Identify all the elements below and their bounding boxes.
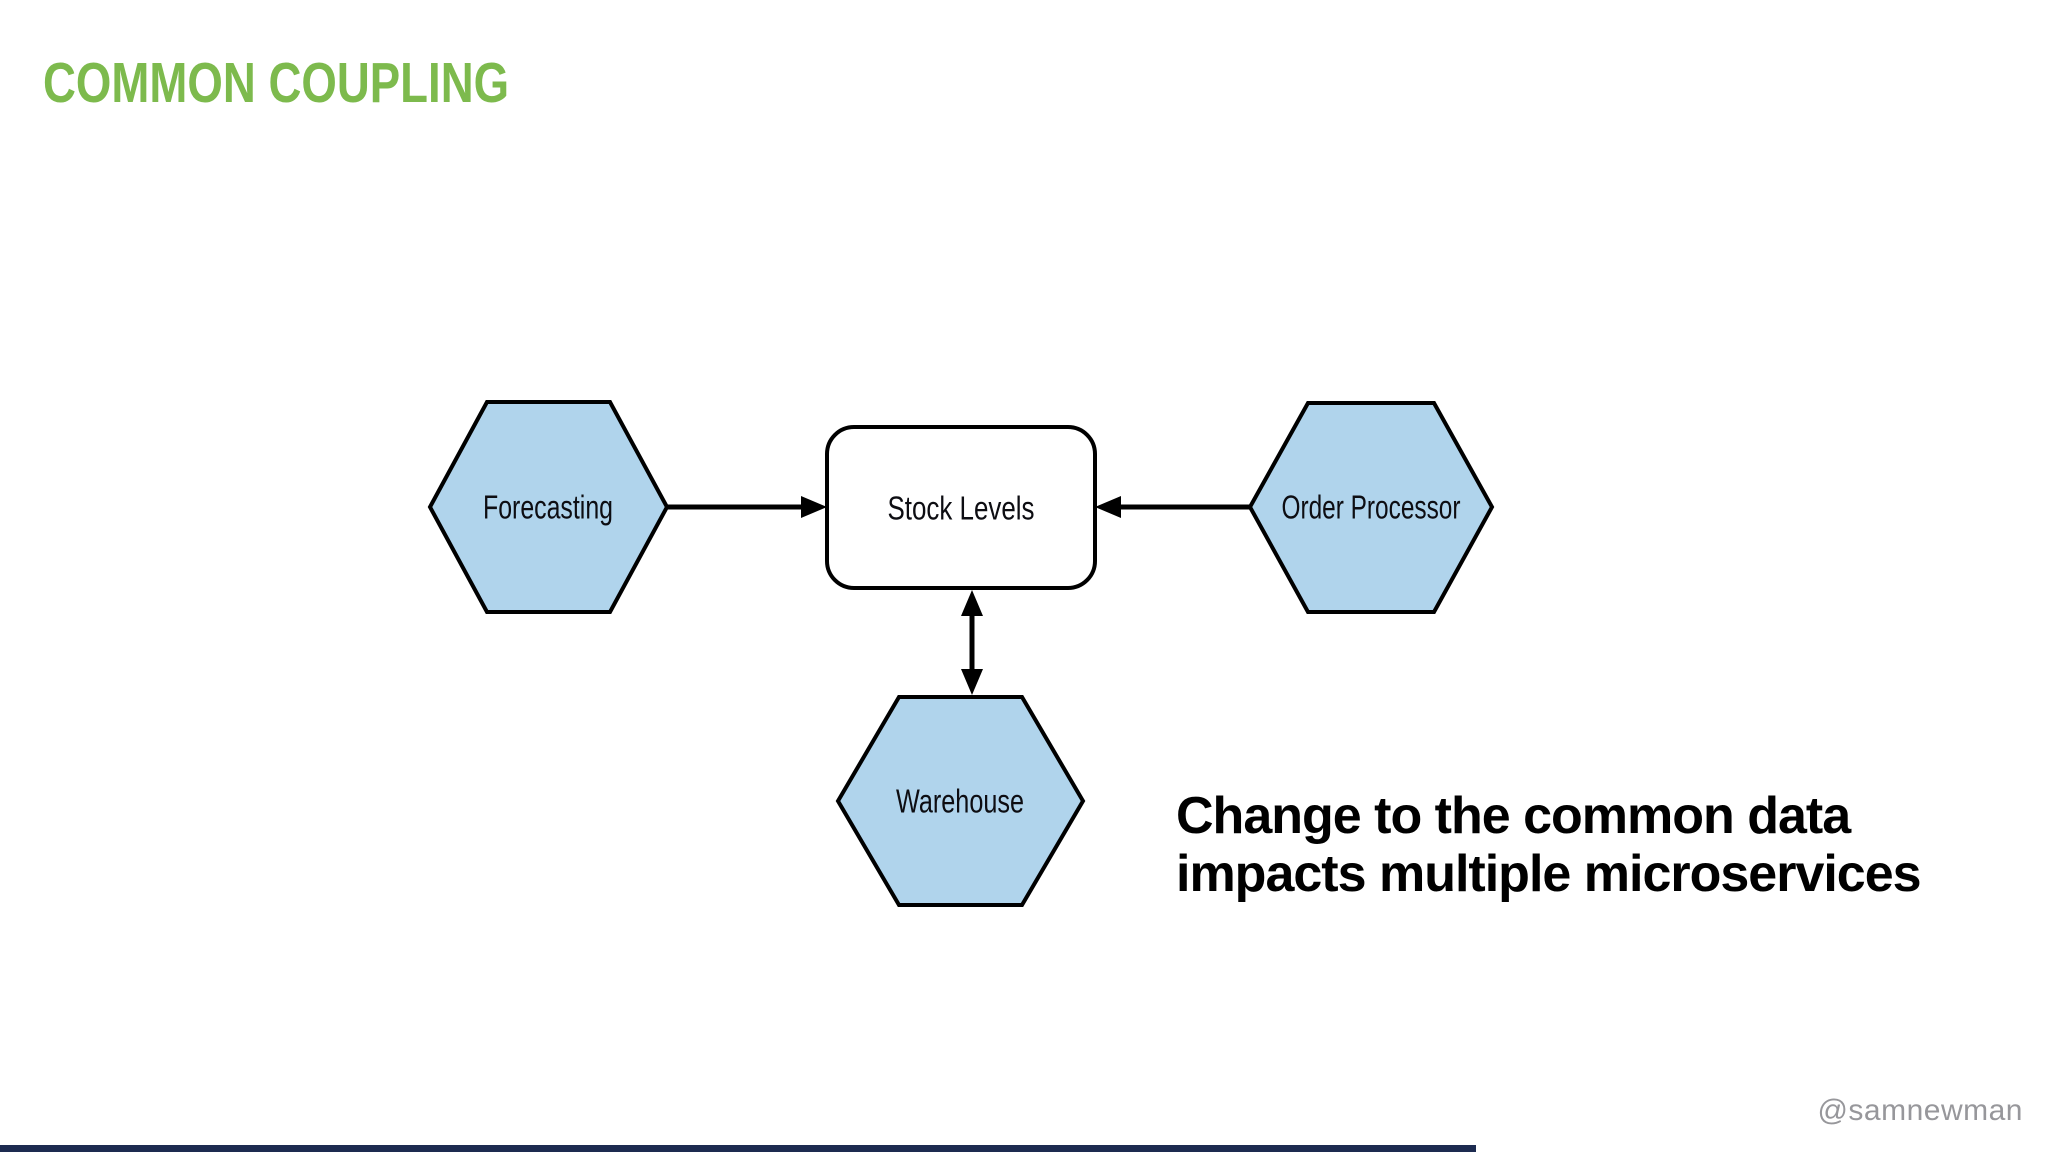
stock-levels-label: Stock Levels	[888, 490, 1035, 527]
arrow-order-processor-to-stock-levels	[1095, 496, 1250, 518]
arrow-warehouse-stock-levels-bidirectional	[961, 590, 983, 695]
forecasting-label: Forecasting	[483, 489, 613, 526]
warehouse-hexagon-shape	[835, 695, 1086, 907]
caption-line-2: impacts multiple microservices	[1176, 845, 1922, 903]
twitter-handle: @samnewman	[1817, 1094, 2023, 1127]
order-processor-label: Order Processor	[1282, 489, 1461, 526]
node-stock-levels: Stock Levels	[825, 425, 1097, 590]
warehouse-label: Warehouse	[896, 783, 1024, 820]
node-warehouse: Warehouse	[835, 695, 1086, 907]
arrowhead-up-icon	[961, 590, 983, 616]
arrow-forecasting-to-stock-levels	[667, 496, 827, 518]
caption: Change to the common data impacts multip…	[1176, 787, 1922, 903]
order-processor-hexagon-shape	[1247, 401, 1495, 614]
stock-levels-box-shape	[825, 425, 1097, 590]
node-forecasting: Forecasting	[427, 400, 670, 614]
slide-title: COMMON COUPLING	[43, 50, 509, 116]
slide-title-text: COMMON COUPLING	[43, 51, 510, 115]
arrowhead-right-icon	[801, 496, 827, 518]
caption-line-1: Change to the common data	[1176, 787, 1851, 845]
bottom-progress-bar	[0, 1145, 1476, 1152]
arrowhead-down-icon	[961, 669, 983, 695]
node-order-processor: Order Processor	[1247, 401, 1495, 614]
arrowhead-left-icon	[1095, 496, 1121, 518]
